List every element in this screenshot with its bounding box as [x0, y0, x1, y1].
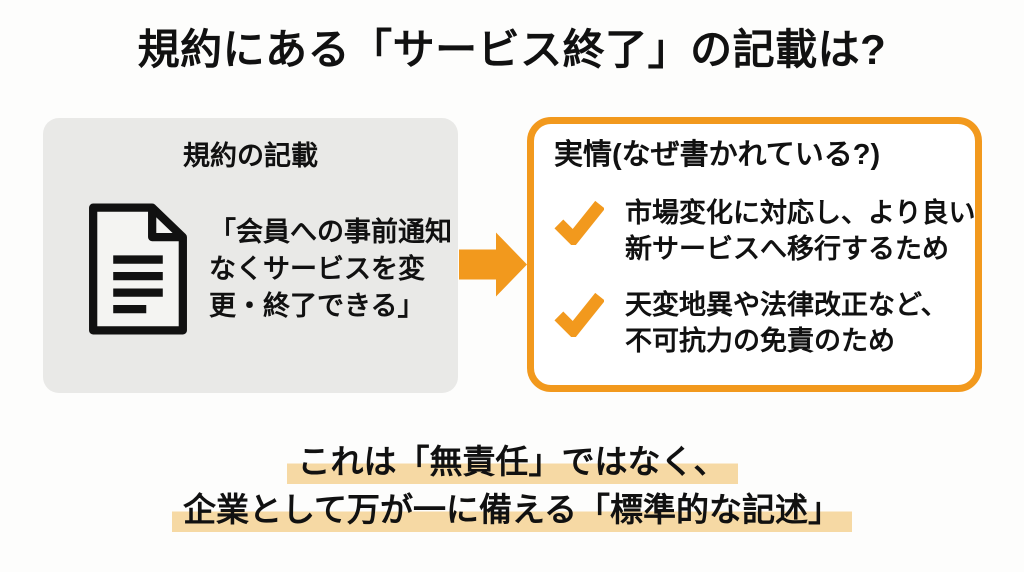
conclusion-highlight: これは「無責任」ではなく、: [286, 443, 738, 484]
conclusion-line: これは「無責任」ではなく、: [0, 438, 1024, 486]
document-icon: [79, 200, 197, 338]
reality-item: 天変地異や法律改正など、 不可抗力の免責のため: [554, 287, 967, 359]
terms-panel-header: 規約の記載: [183, 141, 318, 171]
arrow-right-icon: [459, 232, 527, 297]
terms-panel-body: 「会員への事前通知 なくサービスを変 更・終了できる」: [43, 200, 458, 338]
check-icon: [554, 199, 604, 246]
conclusion: これは「無責任」ではなく、 企業として万が一に備える「標準的な記述」: [0, 438, 1024, 534]
reality-panel-header: 実情(なぜ書かれている?): [554, 139, 881, 171]
terms-panel: 規約の記載 「会員への事前通知 なくサービスを変 更・終了できる」: [43, 118, 458, 393]
conclusion-line: 企業として万が一に備える「標準的な記述」: [0, 486, 1024, 534]
reality-item-line: 不可抗力の免責のため: [625, 326, 895, 357]
check-icon: [554, 291, 604, 338]
reality-item: 市場変化に対応し、より良い 新サービスへ移行するため: [554, 195, 975, 267]
reality-item-text: 天変地異や法律改正など、 不可抗力の免責のため: [625, 287, 948, 359]
reality-item-line: 市場変化に対応し、より良い: [625, 198, 976, 229]
page-title: 規約にある「サービス終了」の記載は?: [137, 26, 887, 73]
reality-item-text: 市場変化に対応し、より良い 新サービスへ移行するため: [625, 195, 975, 267]
terms-quote-line: 「会員への事前通知: [209, 217, 452, 248]
terms-quote: 「会員への事前通知 なくサービスを変 更・終了できる」: [209, 214, 452, 325]
conclusion-highlight: 企業として万が一に備える「標準的な記述」: [171, 491, 853, 532]
terms-quote-line: 更・終了できる」: [209, 291, 425, 322]
reality-item-line: 新サービスへ移行するため: [625, 234, 949, 265]
terms-quote-line: なくサービスを変: [209, 254, 425, 285]
reality-panel: 実情(なぜ書かれている?) 市場変化に対応し、より良い 新サービスへ移行するため…: [527, 117, 982, 392]
reality-item-line: 天変地異や法律改正など、: [625, 290, 948, 321]
